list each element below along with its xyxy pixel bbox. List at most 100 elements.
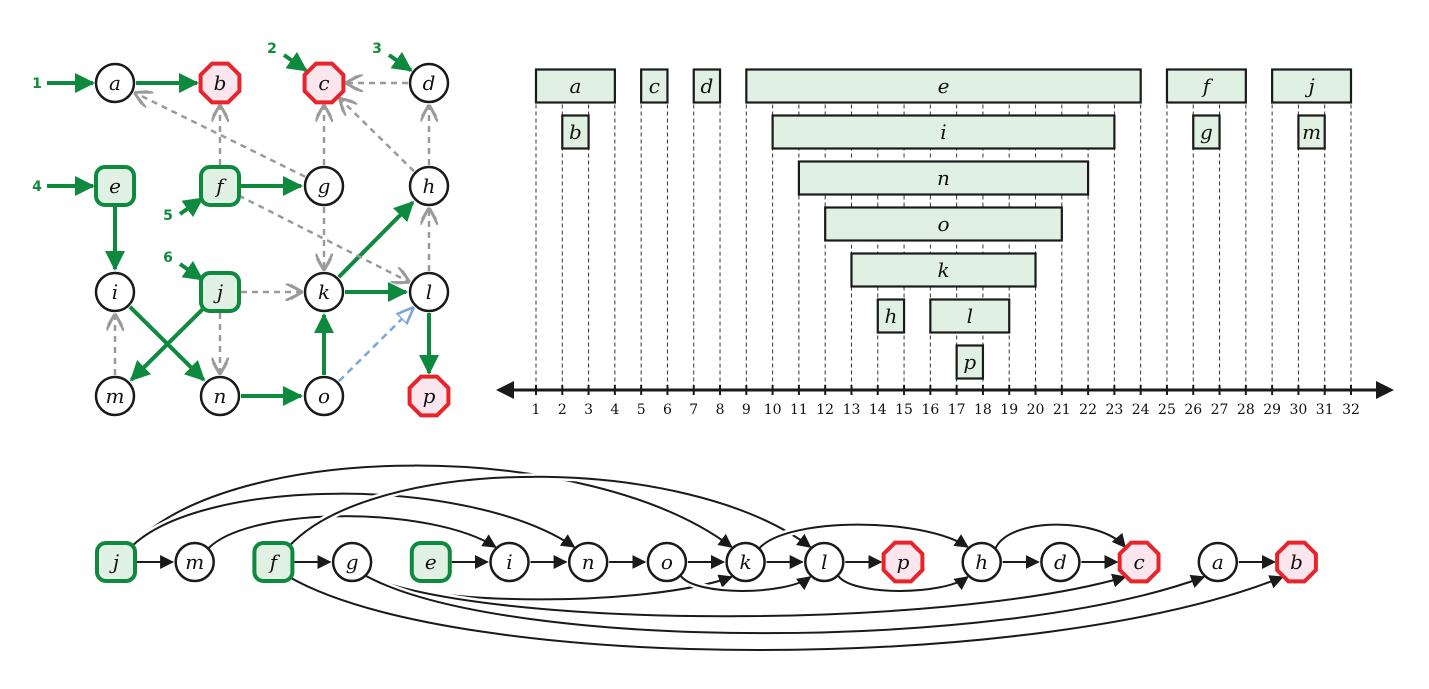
interval-box [850, 252, 1037, 288]
start-order-label: 6 [163, 250, 173, 266]
node-circle [646, 541, 688, 583]
interval-label: j [1304, 74, 1314, 98]
node-circle [408, 165, 450, 207]
order-node-l: l [804, 541, 845, 583]
interval-box [692, 68, 722, 104]
interval-label: a [569, 74, 581, 98]
axis-tick-label: 5 [637, 402, 646, 418]
interval-p: p [955, 344, 985, 380]
axis-tick-label: 32 [1342, 402, 1360, 418]
node-label: e [425, 550, 437, 574]
axis-tick-label: 28 [1237, 402, 1255, 418]
order-node-m: m [174, 541, 215, 583]
order-node-c: c [1117, 540, 1161, 584]
graph-node-e: e [94, 165, 136, 207]
order-arc-k-h [758, 523, 969, 549]
ordering-edges [127, 462, 1284, 654]
graph-node-c: c [302, 61, 346, 105]
interval-box [824, 206, 1063, 242]
start-arrow-3 [387, 51, 413, 73]
node-label: l [426, 280, 432, 304]
interval-label: e [938, 74, 950, 98]
order-arc-m-i [207, 515, 497, 549]
sink-node-shape [1117, 540, 1161, 584]
axis-tick-label: 8 [716, 402, 725, 418]
source-node-shape [409, 541, 452, 583]
order-node-n: n [567, 541, 609, 583]
node-label: g [346, 550, 359, 574]
interval-label: h [884, 304, 897, 328]
order-node-g: g [331, 541, 373, 583]
interval-a: a [534, 68, 616, 104]
sink-node-shape [407, 374, 451, 418]
node-circle [174, 541, 215, 583]
edge-f-l [238, 194, 409, 281]
axis-tick-label: 25 [1158, 402, 1176, 418]
edge-k-h [337, 200, 415, 279]
interval-g: g [1192, 114, 1221, 150]
axis-tick-label: 30 [1290, 402, 1308, 418]
interval-e: e [745, 68, 1142, 104]
axis-tick-label: 1 [532, 402, 541, 418]
order-node-k: k [725, 541, 766, 583]
source-node-shape [252, 541, 295, 583]
node-label: o [318, 384, 330, 408]
graph-node-m: m [94, 375, 136, 417]
node-circle [408, 62, 450, 104]
source-node-shape [94, 165, 136, 207]
node-label: a [1212, 550, 1224, 574]
order-arc-j-n [129, 492, 576, 549]
node-label: l [821, 550, 827, 574]
interval-o: o [824, 206, 1063, 242]
interval-box [1297, 114, 1326, 150]
order-arc-o-l [680, 575, 812, 592]
axis-tick-label: 20 [1027, 402, 1045, 418]
order-node-o: o [646, 541, 688, 583]
node-label: b [214, 71, 227, 95]
node-circle [725, 541, 766, 583]
axis-tick-label: 22 [1079, 402, 1097, 418]
node-label: h [975, 550, 988, 574]
source-node-shape [199, 165, 241, 207]
interval-k: k [850, 252, 1037, 288]
start-arrow-2 [282, 51, 308, 73]
node-circle [94, 375, 136, 417]
axis-tick-label: 23 [1105, 402, 1123, 418]
order-node-b: b [1275, 540, 1318, 584]
axis-tick-label: 18 [974, 402, 992, 418]
interval-box [640, 68, 669, 104]
axis-tick-label: 6 [663, 402, 672, 418]
axis-tick-label: 11 [790, 402, 808, 418]
node-circle [94, 62, 136, 104]
interval-h: h [876, 298, 906, 334]
sink-node-shape [1275, 540, 1318, 584]
start-arrow-5 [178, 196, 204, 218]
axis-tick-label: 2 [558, 402, 567, 418]
node-label: e [109, 174, 121, 198]
node-label: n [582, 550, 595, 574]
node-circle [1197, 541, 1239, 583]
node-circle [331, 541, 373, 583]
order-arc-g-a [365, 574, 1206, 635]
interval-box [771, 114, 1116, 150]
node-circle [303, 375, 345, 417]
source-node-shape [95, 541, 137, 583]
graph-node-i: i [94, 271, 136, 313]
node-label: c [318, 71, 329, 95]
graph-node-h: h [408, 165, 450, 207]
interval-label: m [1302, 120, 1321, 144]
graph-node-b: b [198, 61, 242, 105]
order-arc-l-h [837, 575, 969, 592]
axis-tick-label: 14 [869, 402, 887, 418]
interval-box [876, 298, 906, 334]
order-node-f: f [252, 541, 295, 583]
interval-label: l [967, 304, 973, 328]
axis-tick-label: 31 [1316, 402, 1334, 418]
interval-label: n [937, 166, 950, 190]
order-node-j: j [95, 541, 137, 583]
interval-label: c [649, 74, 660, 98]
